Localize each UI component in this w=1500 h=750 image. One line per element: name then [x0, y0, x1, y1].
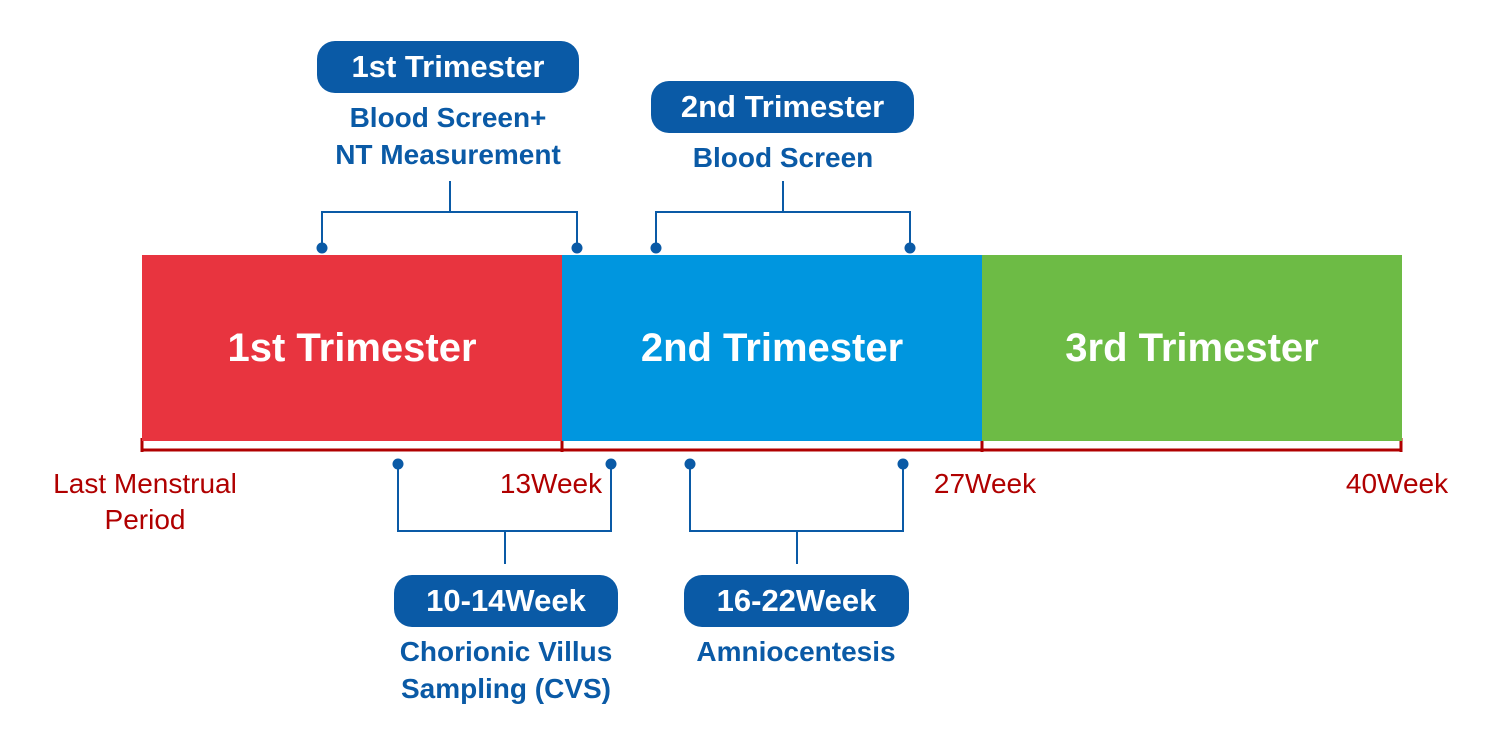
week-line: Period	[104, 504, 186, 535]
week-label-13: 13Week	[500, 466, 602, 502]
desc-line: NT Measurement	[335, 139, 561, 170]
week-label-27: 27Week	[934, 466, 1036, 502]
bottom-desc-cvs: Chorionic Villus Sampling (CVS)	[400, 633, 613, 707]
pill-label: 1st Trimester	[351, 49, 545, 84]
bracket-dot	[650, 242, 662, 254]
week-line: 13Week	[499, 468, 603, 499]
segment-third-trimester: 3rd Trimester	[982, 255, 1402, 441]
segment-first-trimester: 1st Trimester	[142, 255, 562, 441]
week-line: Last Menstrual	[53, 468, 237, 499]
week-label-40: 40Week	[1346, 466, 1448, 502]
bracket-dot	[897, 458, 909, 470]
bottom-pill-amnio: 16-22Week	[684, 575, 909, 627]
desc-line: Blood Screen+	[349, 102, 547, 133]
bracket-dot	[904, 242, 916, 254]
bracket-dot	[392, 458, 404, 470]
bracket-dot	[605, 458, 617, 470]
week-line: 40Week	[1345, 468, 1449, 499]
desc-line: Blood Screen	[692, 142, 874, 173]
desc-line: Sampling (CVS)	[400, 673, 611, 704]
bottom-bracket-amnio	[689, 464, 904, 564]
segment-label: 2nd Trimester	[640, 325, 904, 370]
segment-label: 1st Trimester	[227, 325, 477, 370]
bracket-dot	[571, 242, 583, 254]
bracket-dot	[316, 242, 328, 254]
bottom-desc-amnio: Amniocentesis	[696, 633, 895, 670]
bottom-bracket-cvs	[397, 464, 612, 564]
pill-label: 10-14Week	[426, 583, 586, 618]
top-pill-second: 2nd Trimester	[651, 81, 914, 133]
week-label-lmp: Last Menstrual Period	[53, 466, 237, 538]
top-pill-first: 1st Trimester	[317, 41, 579, 93]
bracket-dot	[684, 458, 696, 470]
top-desc-first: Blood Screen+ NT Measurement	[335, 99, 561, 173]
week-line: 27Week	[933, 468, 1037, 499]
pill-label: 2nd Trimester	[680, 89, 885, 124]
desc-line: Chorionic Villus	[399, 636, 613, 667]
segment-second-trimester: 2nd Trimester	[562, 255, 982, 441]
pill-label: 16-22Week	[716, 583, 877, 618]
desc-line: Amniocentesis	[696, 636, 896, 667]
bottom-pill-cvs: 10-14Week	[394, 575, 618, 627]
segment-label: 3rd Trimester	[1065, 325, 1319, 370]
top-bracket-first	[321, 181, 578, 248]
top-bracket-second	[655, 181, 911, 248]
top-desc-second: Blood Screen	[693, 139, 873, 176]
